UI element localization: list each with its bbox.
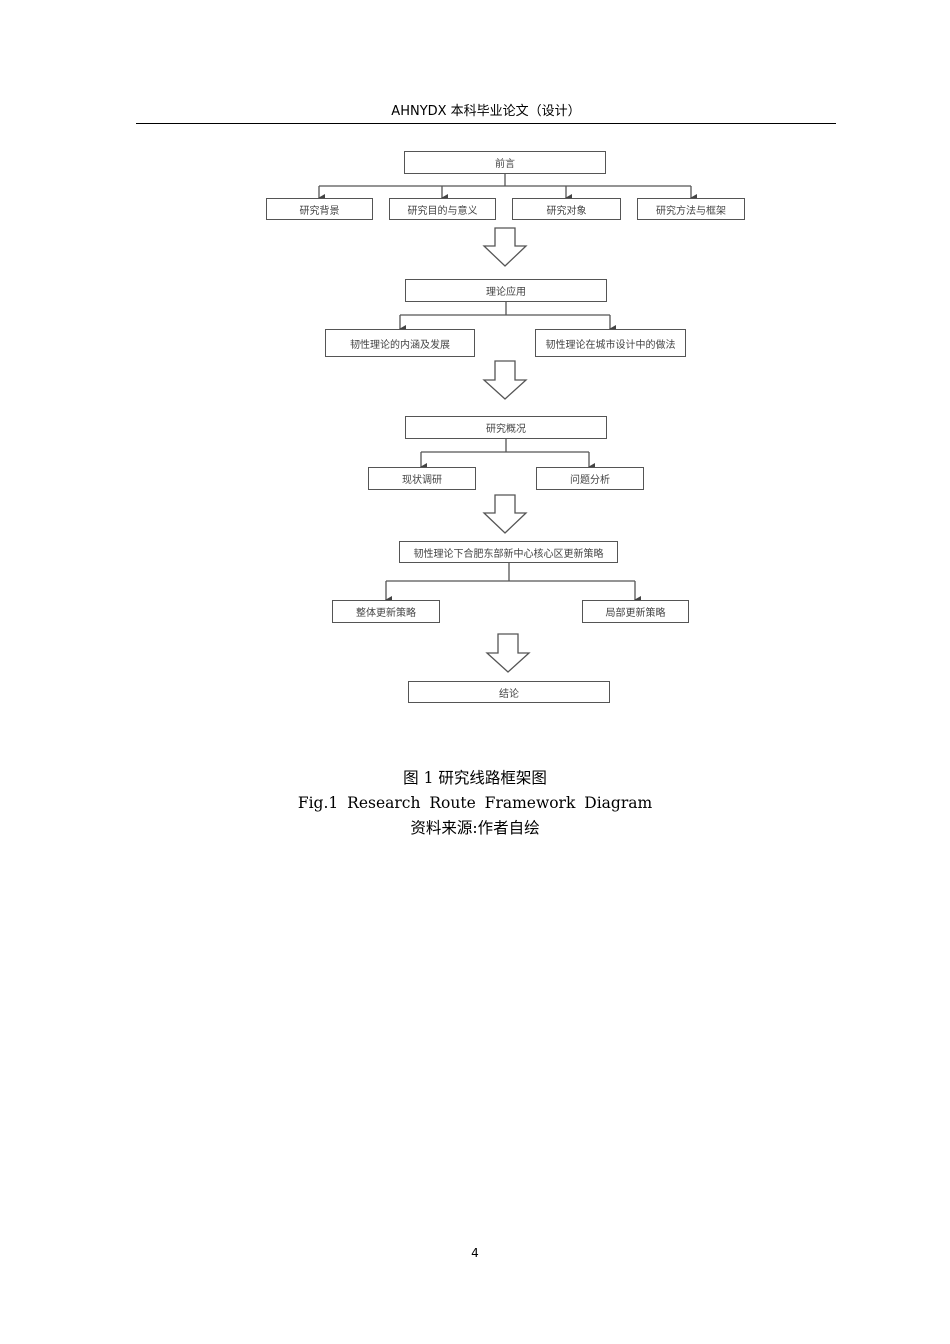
- down-arrow-icon: [482, 494, 528, 534]
- node-resilience-urban-design: 韧性理论在城市设计中的做法: [535, 329, 686, 357]
- node-research-method: 研究方法与框架: [637, 198, 745, 220]
- node-research-purpose: 研究目的与意义: [389, 198, 496, 220]
- down-arrow-icon: [485, 633, 531, 673]
- node-renewal-strategy: 韧性理论下合肥东部新中心核心区更新策略: [399, 541, 618, 563]
- figure-caption-cn: 图 1 研究线路框架图: [403, 769, 547, 787]
- node-problem-analysis: 问题分析: [536, 467, 644, 490]
- down-arrow-icon: [482, 360, 528, 400]
- figure-source: 资料来源:作者自绘: [410, 819, 540, 837]
- node-overall-strategy: 整体更新策略: [332, 600, 440, 623]
- running-header: AHNYDX 本科毕业论文（设计）: [391, 104, 581, 119]
- node-preface: 前言: [404, 151, 606, 174]
- node-theory-application: 理论应用: [405, 279, 607, 302]
- header-rule: [136, 123, 836, 124]
- node-research-object: 研究对象: [512, 198, 621, 220]
- node-research-background: 研究背景: [266, 198, 373, 220]
- node-resilience-connotation: 韧性理论的内涵及发展: [325, 329, 475, 357]
- down-arrow-icon: [482, 227, 528, 267]
- node-local-strategy: 局部更新策略: [582, 600, 689, 623]
- node-status-survey: 现状调研: [368, 467, 476, 490]
- figure-caption-en: Fig.1 Research Route Framework Diagram: [297, 794, 653, 812]
- page-number: 4: [471, 1246, 479, 1260]
- node-conclusion: 结论: [408, 681, 610, 703]
- node-research-overview: 研究概况: [405, 416, 607, 439]
